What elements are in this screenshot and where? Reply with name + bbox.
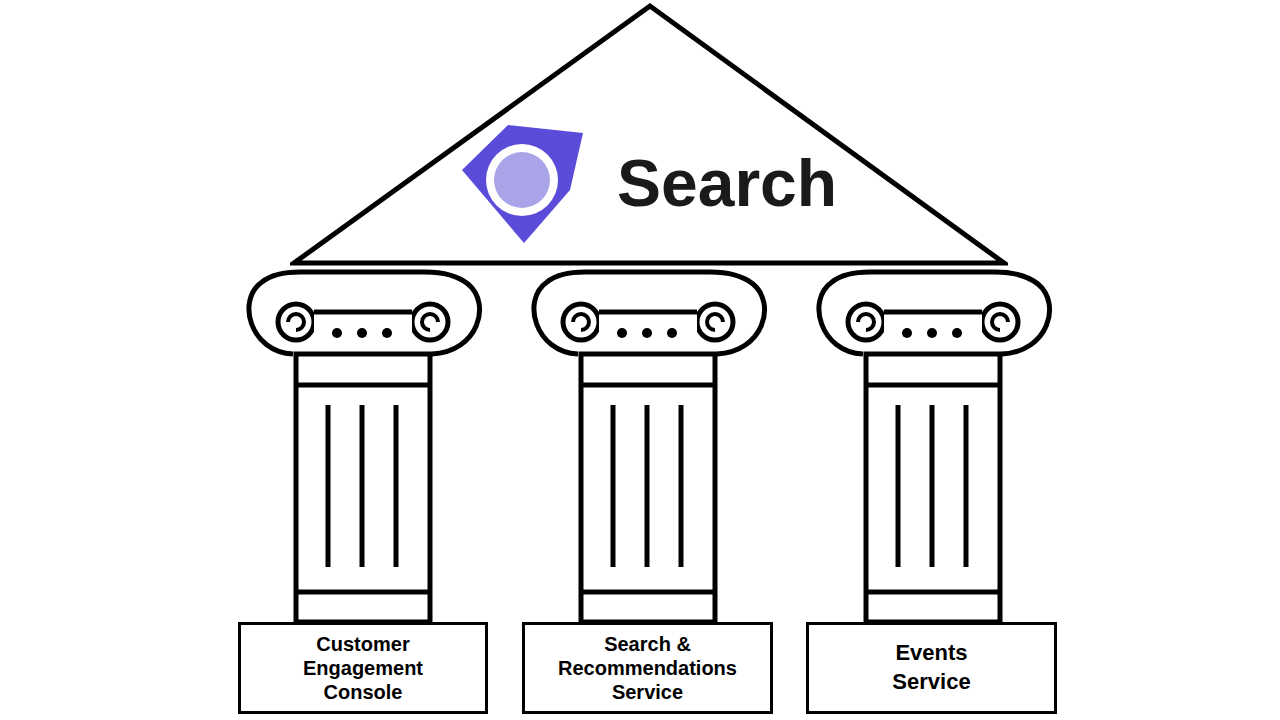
box-label: Events Service	[872, 639, 992, 696]
box-label: Customer Engagement Console	[263, 632, 463, 704]
logo-mark	[462, 125, 583, 243]
title-text: Search	[617, 150, 837, 216]
pillar-base-box: Events Service	[806, 622, 1057, 714]
pillar-base-box: Search & Recommendations Service	[522, 622, 773, 714]
pediment-outline	[290, 2, 1008, 266]
column	[819, 272, 1050, 622]
box-label: Search & Recommendations Service	[548, 632, 748, 704]
pediment-triangle: Search	[290, 2, 1008, 266]
column	[249, 272, 480, 622]
column	[534, 272, 765, 622]
pillar-base-box: Customer Engagement Console	[238, 622, 488, 714]
